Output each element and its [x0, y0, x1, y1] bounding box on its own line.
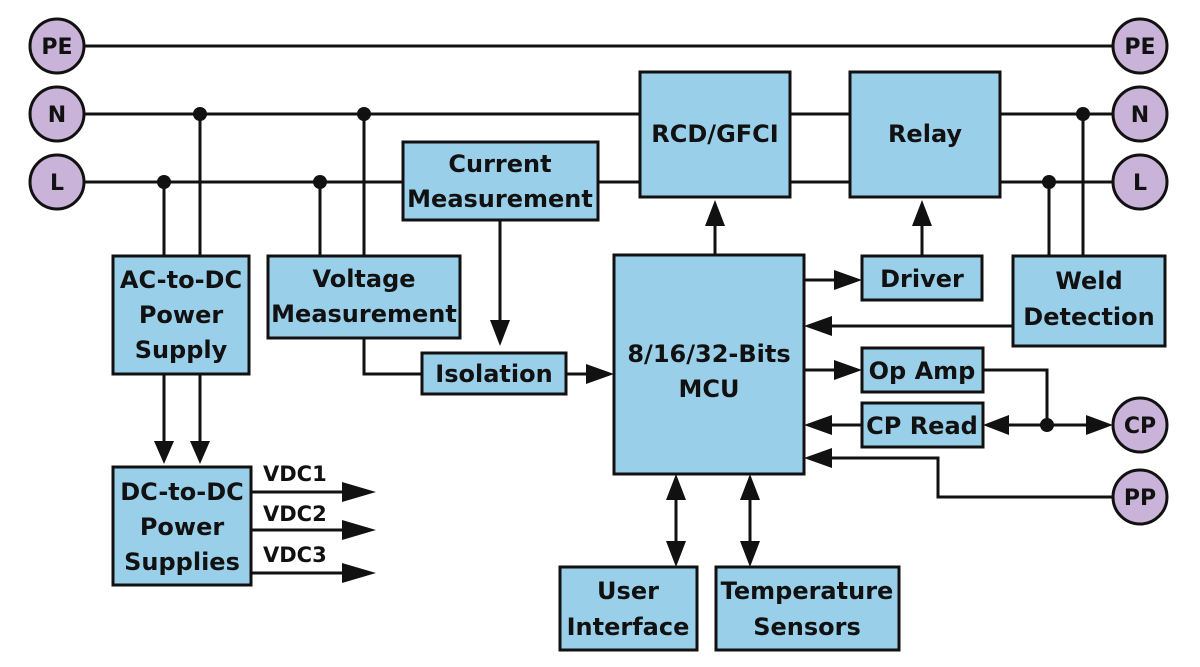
vdc1-label: VDC1 — [263, 462, 327, 486]
op-amp-block: Op Amp — [860, 346, 985, 394]
arrowhead — [740, 541, 760, 567]
arrowhead — [705, 200, 725, 226]
arrowhead — [190, 441, 210, 464]
terminal-pe-left: PE — [28, 17, 86, 75]
arrowhead — [834, 270, 862, 290]
dc-dc-block: DC-to-DC Power Supplies — [111, 465, 253, 587]
block-label: DC-to-DC — [120, 478, 244, 506]
block-label: AC-to-DC — [120, 266, 242, 294]
terminal-label: L — [1133, 171, 1147, 196]
block-label: Power — [140, 513, 225, 541]
terminal-label: PE — [1124, 35, 1155, 60]
block-label: Supplies — [124, 548, 240, 576]
voltage-measurement-block: Voltage Measurement — [266, 254, 462, 340]
junction-dot — [357, 107, 371, 121]
junctions — [157, 107, 1090, 432]
block-label: Interface — [567, 613, 690, 641]
arrowhead — [342, 520, 376, 540]
arrowhead — [740, 474, 760, 500]
arrowhead — [154, 441, 174, 464]
arrowhead — [834, 360, 862, 380]
junction-dot — [1076, 107, 1090, 121]
block-label: CP Read — [866, 412, 978, 440]
terminal-n-left: N — [28, 85, 86, 143]
block-label: Relay — [888, 120, 962, 148]
block-label: Sensors — [753, 613, 861, 641]
block-label: User — [597, 577, 659, 605]
junction-dot — [157, 175, 171, 189]
terminal-l-right: L — [1111, 153, 1169, 211]
driver-block: Driver — [860, 254, 984, 302]
terminal-pe-right: PE — [1111, 17, 1169, 75]
arrowhead — [342, 563, 376, 583]
wires — [85, 44, 1113, 575]
block-label: Measurement — [407, 185, 593, 213]
relay-block: Relay — [848, 70, 1002, 199]
arrowhead — [586, 364, 614, 384]
block-label: Weld — [1055, 267, 1122, 295]
arrowhead — [342, 482, 376, 502]
cp-read-block: CP Read — [860, 401, 985, 449]
arrowheads — [154, 200, 1113, 583]
block-label: Voltage — [312, 265, 415, 293]
terminal-label: N — [1131, 103, 1149, 128]
arrowhead — [804, 316, 832, 336]
terminal-label: PE — [41, 35, 72, 60]
terminal-pp: PP — [1111, 468, 1169, 526]
block-label: RCD/GFCI — [651, 120, 778, 148]
block-label: Detection — [1023, 303, 1154, 331]
block-label: Supply — [135, 336, 228, 364]
junction-dot — [1040, 418, 1054, 432]
weld-detection-block: Weld Detection — [1011, 254, 1167, 348]
vdc3-label: VDC3 — [263, 543, 327, 567]
terminal-label: CP — [1124, 414, 1156, 439]
block-label: Power — [139, 301, 224, 329]
arrowhead — [666, 474, 686, 500]
junction-dot — [1042, 175, 1056, 189]
arrowhead — [666, 541, 686, 567]
arrowhead — [804, 448, 832, 468]
block-label: Measurement — [271, 300, 457, 328]
block-label: MCU — [679, 375, 740, 403]
junction-dot — [313, 175, 327, 189]
current-measurement-block: Current Measurement — [401, 140, 600, 222]
terminal-label: L — [50, 171, 64, 196]
vdc2-label: VDC2 — [263, 502, 327, 526]
block-label: Temperature — [721, 577, 894, 605]
user-interface-block: User Interface — [558, 565, 699, 652]
isolation-block: Isolation — [420, 351, 568, 396]
temperature-sensors-block: Temperature Sensors — [714, 565, 901, 652]
terminal-cp: CP — [1111, 396, 1169, 454]
block-label: Driver — [880, 265, 964, 293]
junction-dot — [193, 107, 207, 121]
rcd-gfci-block: RCD/GFCI — [638, 70, 792, 199]
terminal-label: N — [48, 103, 66, 128]
terminal-n-right: N — [1111, 85, 1169, 143]
terminal-l-left: L — [28, 153, 86, 211]
arrowhead — [912, 200, 932, 226]
block-label: 8/16/32-Bits — [627, 340, 790, 368]
ac-dc-block: AC-to-DC Power Supply — [111, 254, 251, 376]
arrowhead — [804, 415, 832, 435]
block-label: Op Amp — [869, 357, 976, 385]
arrowhead — [983, 415, 1009, 435]
arrowhead — [1086, 415, 1113, 435]
block-label: Current — [448, 150, 551, 178]
mcu-block: 8/16/32-Bits MCU — [612, 253, 806, 476]
pp-mcu-wire — [828, 456, 1113, 499]
terminal-label: PP — [1124, 486, 1156, 511]
block-label: Isolation — [435, 360, 552, 388]
arrowhead — [490, 320, 510, 346]
vm-iso-wire — [362, 338, 422, 376]
opamp-cp-wire — [983, 368, 1049, 425]
